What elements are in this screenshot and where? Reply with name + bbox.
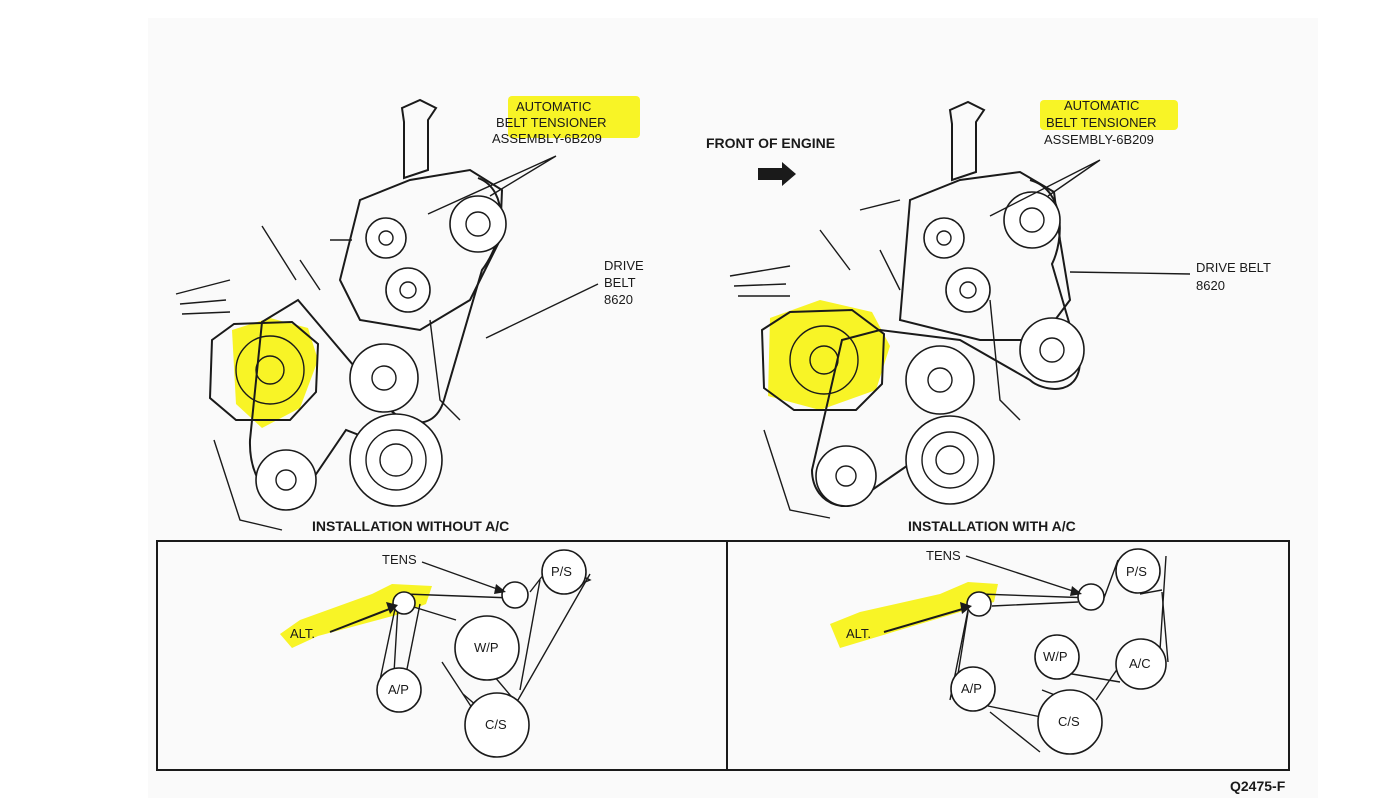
right-ac-routing-pulley xyxy=(1115,638,1167,690)
figure-id: Q2475-F xyxy=(1230,778,1286,794)
svg-text:ALT.: ALT. xyxy=(290,626,315,641)
left-wp-pulley xyxy=(349,343,419,413)
left-ps-pulley xyxy=(449,195,507,253)
right-ap-pulley xyxy=(815,445,877,507)
right-routing-diagram: TENS ALT. P/S W/P A/C A/P C/S xyxy=(830,548,1169,755)
svg-text:AUTOMATIC: AUTOMATIC xyxy=(1064,98,1139,113)
svg-text:A/C: A/C xyxy=(1129,656,1151,671)
svg-text:DRIVE BELT: DRIVE BELT xyxy=(1196,260,1271,275)
right-ps-routing-pulley xyxy=(1115,548,1161,594)
svg-text:P/S: P/S xyxy=(551,564,572,579)
svg-text:DRIVE: DRIVE xyxy=(604,258,644,273)
left-ap-pulley xyxy=(255,449,317,511)
right-wp-routing-pulley xyxy=(1034,634,1080,680)
svg-text:BELT TENSIONER: BELT TENSIONER xyxy=(1046,115,1157,130)
left-engine-illustration xyxy=(175,98,599,531)
svg-text:BELT TENSIONER: BELT TENSIONER xyxy=(496,115,607,130)
right-idler-pulley xyxy=(945,267,991,313)
left-wp-routing-pulley xyxy=(454,615,520,681)
left-ap-routing-pulley xyxy=(376,667,422,713)
svg-text:ASSEMBLY-6B209: ASSEMBLY-6B209 xyxy=(492,131,602,146)
svg-text:TENS: TENS xyxy=(382,552,417,567)
right-tensioner-pulley xyxy=(923,217,965,259)
svg-text:8620: 8620 xyxy=(604,292,633,307)
svg-text:C/S: C/S xyxy=(1058,714,1080,729)
routing-panel-frame xyxy=(156,540,1290,771)
left-ps-routing-pulley xyxy=(541,549,587,595)
left-idler-pulley xyxy=(385,267,431,313)
svg-text:BELT: BELT xyxy=(604,275,636,290)
right-caption: INSTALLATION WITH A/C xyxy=(908,518,1076,534)
right-belt-label: DRIVE BELT 8620 xyxy=(1196,260,1271,293)
left-alt-pulley xyxy=(392,591,416,615)
svg-text:8620: 8620 xyxy=(1196,278,1225,293)
svg-text:W/P: W/P xyxy=(474,640,499,655)
left-alternator-highlight xyxy=(232,318,318,428)
right-cs-routing-pulley xyxy=(1037,689,1103,755)
left-tens-pulley xyxy=(501,581,529,609)
front-of-engine-label: FRONT OF ENGINE xyxy=(706,135,835,151)
svg-text:A/P: A/P xyxy=(961,681,982,696)
right-ap-routing-pulley xyxy=(950,666,996,712)
svg-text:W/P: W/P xyxy=(1043,649,1068,664)
left-crank-pulley xyxy=(349,413,443,507)
right-wp-pulley xyxy=(905,345,975,415)
right-alt-pulley xyxy=(966,591,992,617)
front-arrow xyxy=(758,162,796,186)
svg-text:AUTOMATIC: AUTOMATIC xyxy=(516,99,591,114)
left-tensioner-pulley xyxy=(365,217,407,259)
svg-text:ALT.: ALT. xyxy=(846,626,871,641)
left-tensioner-label: AUTOMATIC BELT TENSIONER ASSEMBLY-6B209 xyxy=(492,96,640,146)
svg-text:A/P: A/P xyxy=(388,682,409,697)
left-caption: INSTALLATION WITHOUT A/C xyxy=(312,518,509,534)
right-tensioner-label: AUTOMATIC BELT TENSIONER ASSEMBLY-6B209 xyxy=(1040,98,1178,147)
svg-text:C/S: C/S xyxy=(485,717,507,732)
right-ps-pulley xyxy=(1003,191,1061,249)
left-routing-diagram: TENS ALT. P/S W/P A/P C/S xyxy=(280,549,592,758)
right-ac-pulley xyxy=(1019,317,1085,383)
left-belt-label: DRIVE BELT 8620 xyxy=(604,258,644,307)
right-crank-pulley xyxy=(905,415,995,505)
left-cs-routing-pulley xyxy=(464,692,530,758)
right-engine-illustration xyxy=(729,100,1191,519)
svg-text:TENS: TENS xyxy=(926,548,961,563)
svg-text:P/S: P/S xyxy=(1126,564,1147,579)
right-tens-pulley xyxy=(1077,583,1105,611)
svg-text:ASSEMBLY-6B209: ASSEMBLY-6B209 xyxy=(1044,132,1154,147)
